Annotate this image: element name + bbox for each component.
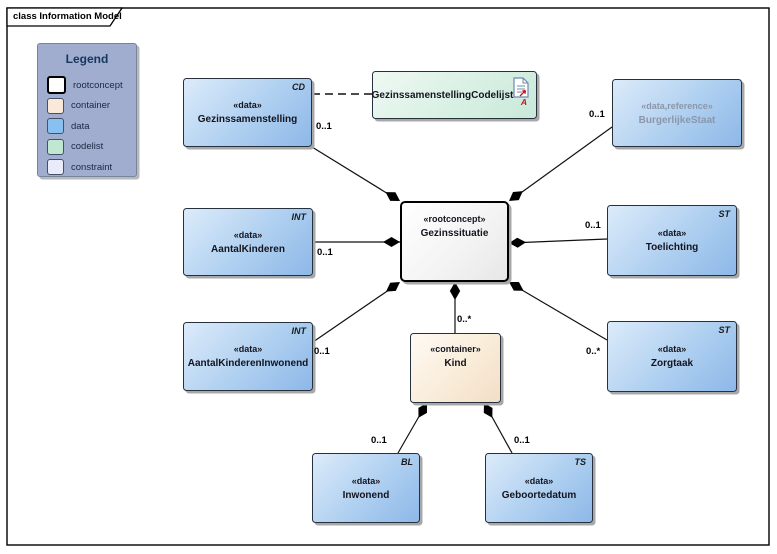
rootconcept-swatch (47, 76, 66, 95)
legend: Legend rootconcept container data codeli… (37, 43, 137, 177)
multiplicity-label: 0..* (457, 314, 472, 325)
diamond-icon (509, 282, 524, 291)
multiplicity-label: 0..* (586, 346, 601, 357)
node-name: AantalKinderen (211, 243, 285, 255)
node-gezinssamenstellingcodelijst[interactable]: GezinssamenstellingCodelijst A (372, 71, 537, 119)
frame-title: class Information Model (13, 11, 122, 22)
type-label: ST (718, 325, 730, 335)
edge-burgerlijkestaat[interactable] (510, 126, 613, 201)
multiplicity-label: 0..1 (585, 220, 601, 231)
node-burgerlijkestaat[interactable]: «data,reference» BurgerlijkeStaat (612, 79, 742, 147)
node-geboortedatum[interactable]: TS «data» Geboortedatum (485, 453, 593, 523)
stereotype: «data» (657, 228, 687, 238)
multiplicity-label: 0..1 (314, 346, 330, 357)
legend-item-label: constraint (71, 161, 113, 173)
node-aantalkindereninwonend[interactable]: INT «data» AantalKinderenInwonend (183, 322, 313, 391)
document-icon (513, 77, 529, 98)
frame-title-tab (6, 7, 124, 27)
stereotype: «data» (233, 229, 263, 240)
node-zorgtaak[interactable]: ST «data» Zorgtaak (607, 321, 737, 392)
stereotype: «data» (524, 475, 554, 486)
stereotype: «data» (351, 475, 381, 486)
codelist-swatch (47, 138, 64, 155)
edge-gezinssamenstelling[interactable] (311, 146, 399, 201)
type-label: ST (718, 209, 730, 219)
node-name: Geboortedatum (501, 489, 577, 501)
type-label: BL (401, 457, 413, 467)
node-name: GezinssamenstellingCodelijst (371, 89, 514, 101)
node-name: Gezinssituatie (420, 228, 489, 239)
diagram-frame (6, 7, 770, 546)
legend-item-label: rootconcept (73, 79, 123, 91)
type-label: CD (292, 82, 305, 92)
edge-toelichting[interactable] (509, 238, 608, 244)
data-swatch (47, 118, 64, 135)
diamond-icon (385, 192, 400, 201)
node-aantalkinderen[interactable]: INT «data» AantalKinderen (183, 208, 313, 276)
diamond-icon (483, 403, 493, 418)
type-label: INT (291, 326, 307, 336)
legend-title: Legend (65, 52, 109, 66)
stereotype: «data,reference» (641, 100, 713, 111)
node-toelichting[interactable]: ST «data» Toelichting (607, 205, 737, 276)
legend-item-label: codelist (71, 141, 104, 153)
node-name: Inwonend (342, 489, 390, 501)
node-name: Toelichting (645, 242, 699, 253)
node-name: AantalKinderenInwonend (187, 358, 309, 369)
legend-item-data: data (47, 116, 123, 137)
diamond-icon (509, 191, 523, 201)
stereotype: «data» (233, 100, 262, 110)
multiplicity-label: 0..1 (316, 121, 332, 132)
constraint-swatch (47, 159, 64, 176)
legend-item-codelist: codelist (47, 137, 123, 158)
multiplicity-label: 0..1 (317, 247, 333, 258)
node-name: Gezinssamenstelling (197, 114, 298, 125)
stereotype: «container» (430, 344, 481, 354)
legend-item-container: container (47, 96, 123, 117)
multiplicity-label: 0..1 (514, 435, 530, 446)
abstract-marker: A (520, 97, 527, 107)
node-gezinssituatie[interactable]: «rootconcept» Gezinssituatie (400, 201, 509, 282)
legend-item-label: data (71, 120, 90, 132)
node-name: Kind (444, 358, 467, 369)
container-swatch (47, 97, 64, 114)
node-kind[interactable]: «container» Kind (410, 333, 501, 403)
diamond-icon (418, 403, 427, 418)
node-inwonend[interactable]: BL «data» Inwonend (312, 453, 420, 523)
node-name: Zorgtaak (650, 358, 694, 369)
type-label: INT (291, 212, 307, 222)
composition-diamonds (383, 191, 526, 418)
diamond-icon (386, 282, 400, 292)
multiplicity-label: 0..1 (589, 109, 605, 120)
node-gezinssamenstelling[interactable]: CD «data» Gezinssamenstelling (183, 78, 312, 147)
stereotype: «rootconcept» (423, 214, 486, 224)
node-name: BurgerlijkeStaat (638, 114, 716, 126)
diamond-icon (509, 237, 526, 248)
legend-item-constraint: constraint (47, 157, 123, 178)
diamond-icon (383, 237, 400, 247)
diamond-icon (449, 282, 461, 300)
multiplicity-label: 0..1 (371, 435, 387, 446)
edge-aantalkindereninwonend[interactable] (312, 282, 400, 343)
edge-zorgtaak[interactable] (509, 282, 608, 341)
legend-item-label: container (71, 100, 111, 112)
stereotype: «data» (233, 344, 263, 354)
legend-items: rootconcept container data codelist cons… (47, 75, 123, 178)
stereotype: «data» (657, 344, 687, 354)
type-label: TS (574, 457, 586, 467)
legend-item-rootconcept: rootconcept (47, 75, 123, 96)
